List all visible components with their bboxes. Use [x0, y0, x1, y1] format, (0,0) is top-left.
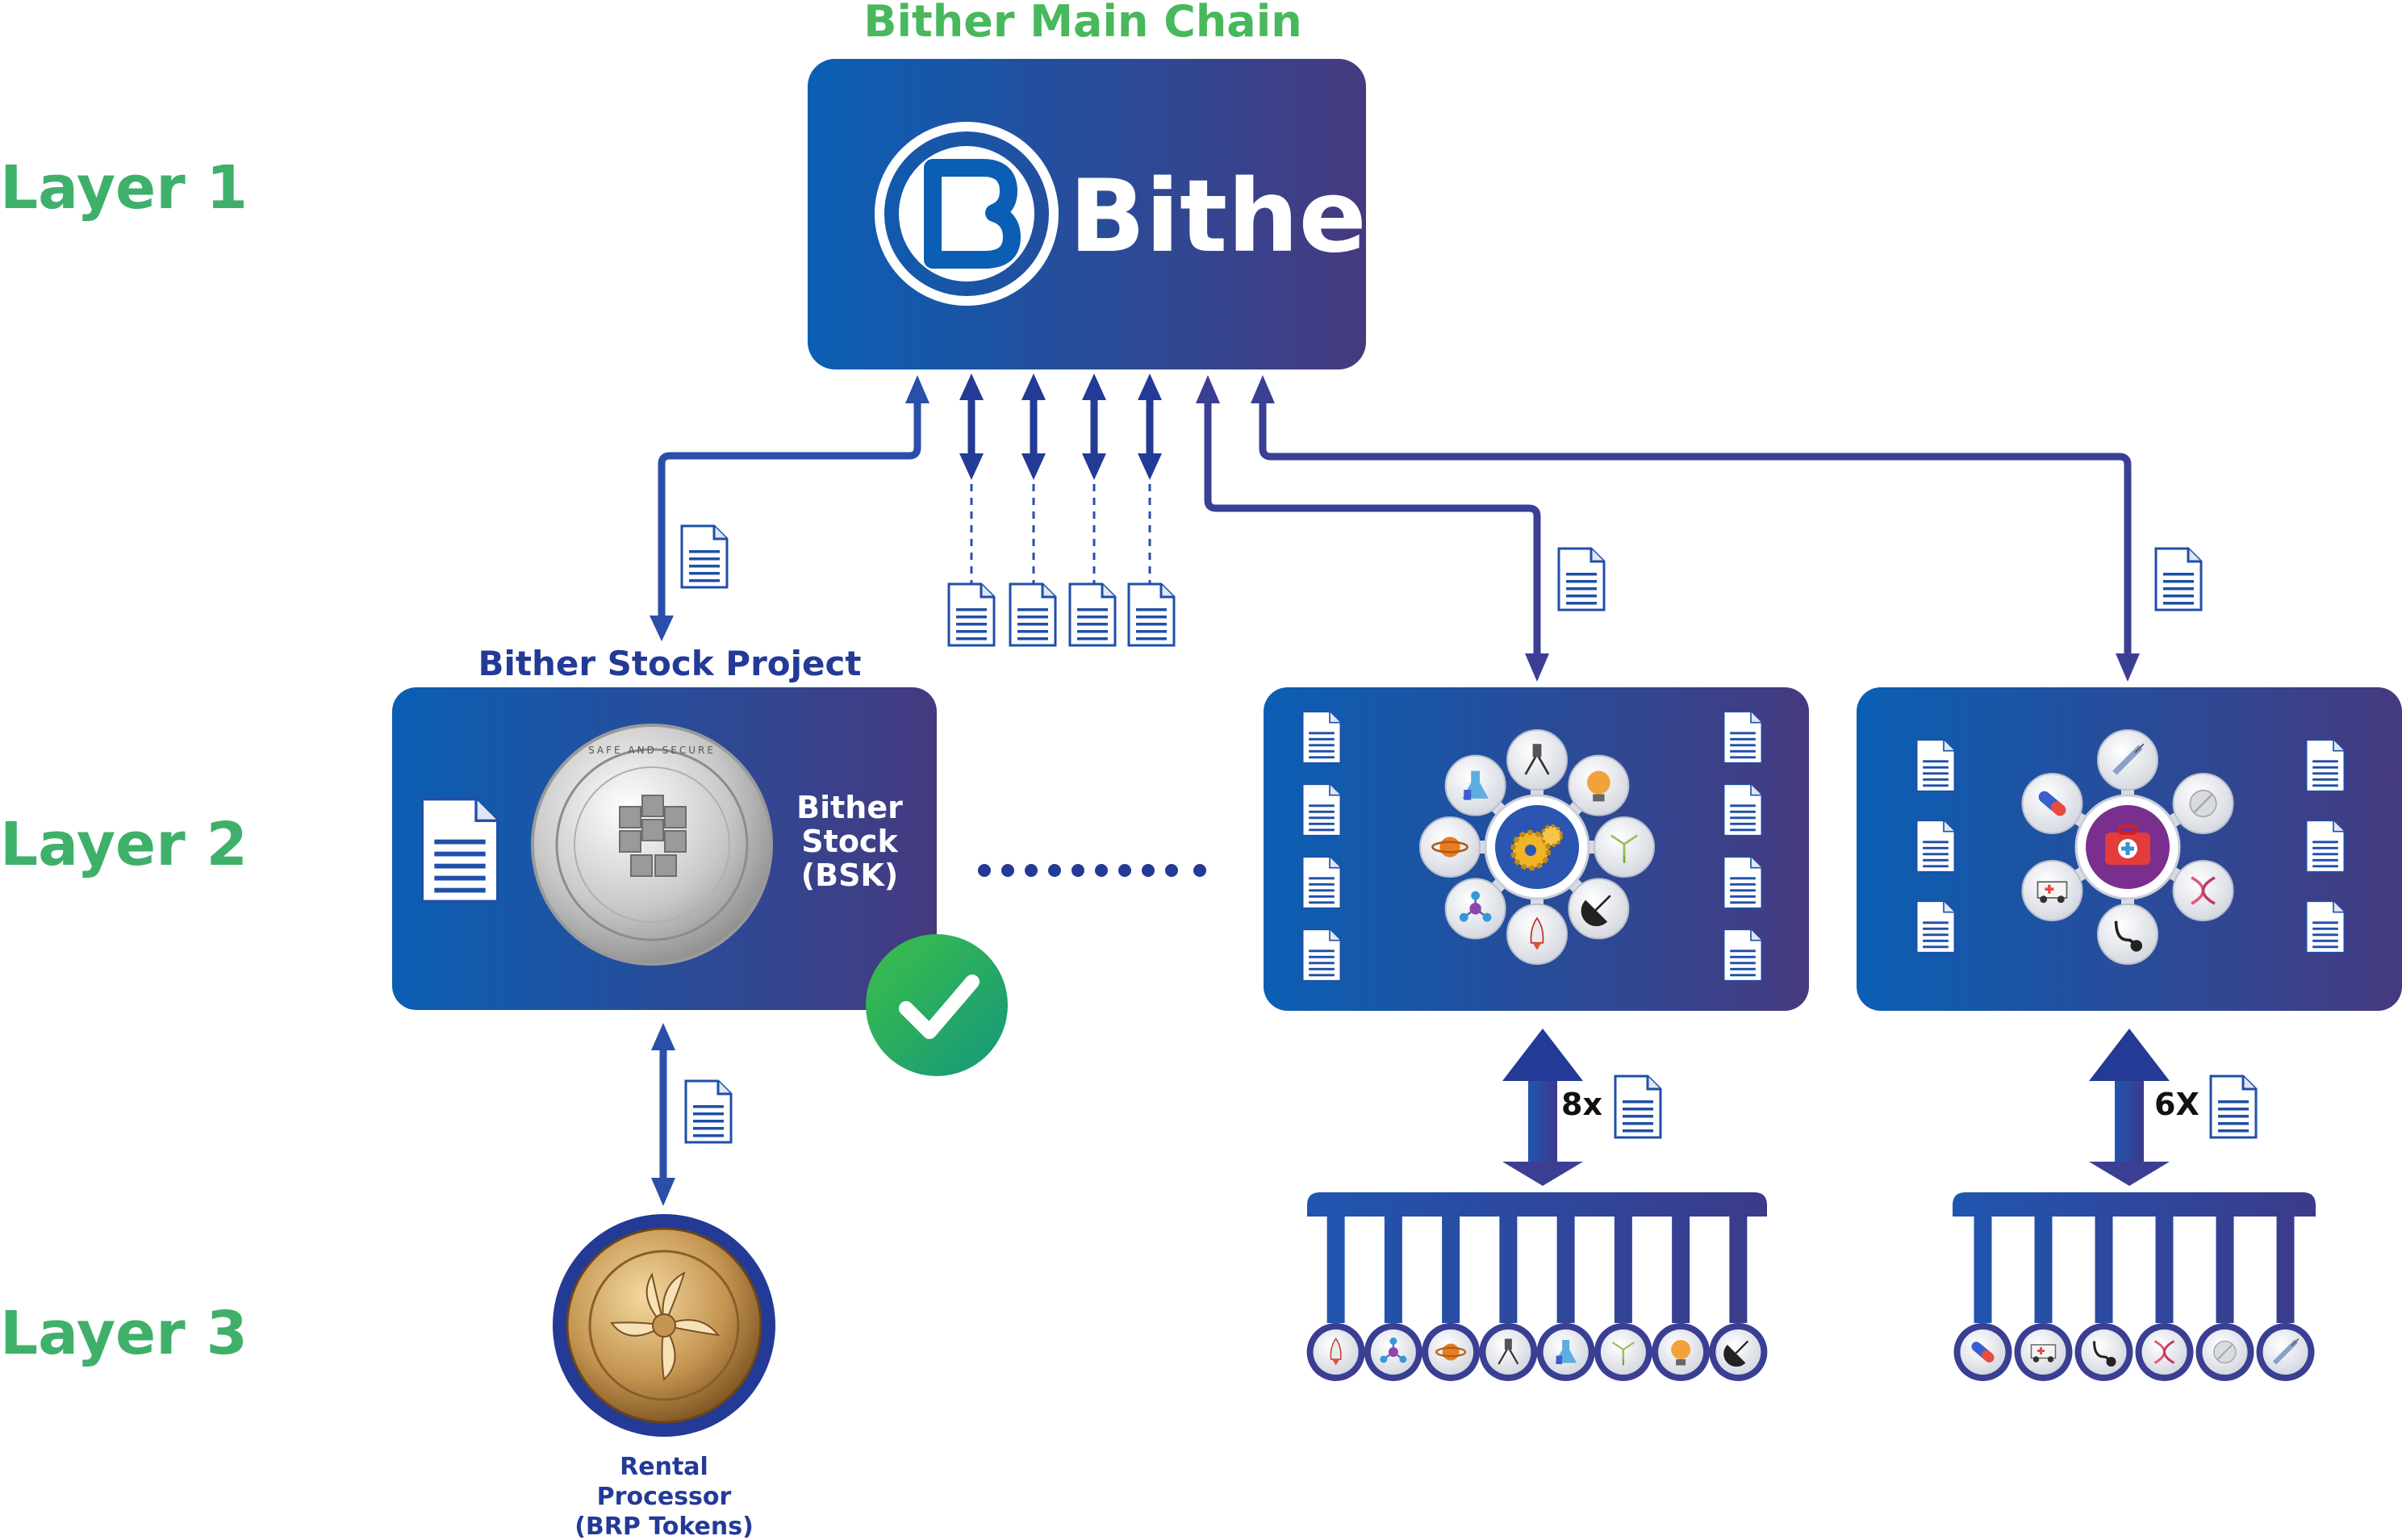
bither-logo-icon	[875, 122, 1059, 306]
ambulance-icon	[2030, 1344, 2057, 1363]
medical-hub-icon	[2021, 729, 2234, 965]
bsk-label-line3: (BSK)	[801, 858, 899, 893]
connector-to-project-3	[1259, 399, 2132, 657]
document-icon	[2154, 547, 2203, 611]
connector-project-2-to-row	[1502, 1029, 1583, 1186]
dna-icon	[2191, 876, 2216, 905]
connector-project-3-to-row	[2089, 1029, 2170, 1186]
stock-project-title: Bither Stock Project	[478, 644, 861, 683]
lightbulb-icon	[1586, 770, 1610, 802]
project-3-multiplier: 6X	[2154, 1087, 2199, 1122]
document-icon	[1301, 711, 1342, 764]
stethoscope-icon	[2114, 920, 2142, 952]
planet-icon	[1435, 1343, 1467, 1361]
lab-flask-icon	[1555, 1340, 1577, 1364]
document-icon	[1301, 783, 1342, 837]
hub-node	[2097, 904, 2158, 965]
document-icon	[1915, 820, 1956, 873]
telescope-icon	[1498, 1338, 1519, 1365]
lightbulb-icon	[1671, 1340, 1691, 1366]
document-icon	[680, 524, 729, 589]
rental-label-line2: Processor	[597, 1483, 732, 1511]
capsule-icon	[2038, 791, 2066, 816]
document-icon	[1723, 783, 1763, 837]
rocket-icon	[1330, 1338, 1342, 1366]
document-icon	[684, 1079, 733, 1144]
document-icon	[2305, 900, 2346, 954]
document-icon	[1915, 900, 1956, 954]
pill-bottle-icon	[2213, 1340, 2237, 1364]
connector-stock-to-rental	[651, 1023, 675, 1206]
bsk-label-line1: Bither	[796, 790, 903, 825]
document-icon	[420, 797, 499, 904]
wind-turbine-icon	[1610, 834, 1638, 863]
rental-label-line1: Rental	[620, 1453, 708, 1481]
document-icon	[1614, 1075, 1662, 1139]
document-icon	[1723, 929, 1763, 982]
document-icon	[2209, 1075, 2258, 1139]
document-icon	[2305, 820, 2346, 873]
document-icon	[2305, 739, 2346, 792]
stock-project-box: SAFE AND SECURE Bither Stock (BSK)	[392, 687, 937, 1010]
lab-flask-icon	[1462, 770, 1489, 800]
arrowhead-down	[650, 616, 674, 641]
bidirectional-arrows-group	[959, 374, 1162, 585]
bsk-label-line2: Stock	[801, 824, 898, 859]
row-node	[1485, 1329, 1531, 1375]
syringe-icon	[2272, 1338, 2300, 1365]
rocket-icon	[1530, 916, 1544, 950]
document-icon	[1723, 711, 1763, 764]
tech-hub-icon	[1419, 729, 1655, 965]
project-2-multiplier: 8x	[1561, 1087, 1602, 1122]
layer-1-label: Layer 1	[0, 153, 248, 223]
document-icon	[1301, 929, 1342, 982]
ambulance-icon	[2036, 881, 2068, 904]
pill-bottle-icon	[2189, 789, 2217, 818]
satellite-dish-icon	[1723, 1340, 1749, 1367]
document-icon	[947, 582, 996, 647]
gear-icon	[1540, 824, 1563, 847]
document-icon	[1915, 739, 1956, 792]
coin-inscription: SAFE AND SECURE	[588, 745, 716, 756]
dna-icon	[2153, 1340, 2175, 1364]
row-node	[2081, 1329, 2127, 1375]
document-icon	[1723, 856, 1763, 909]
main-chain-box: Bither	[808, 59, 1416, 369]
capsule-icon	[1971, 1342, 1995, 1363]
syringe-icon	[2112, 743, 2145, 775]
brp-gold-coin-icon	[553, 1214, 775, 1437]
molecule-icon	[1459, 891, 1492, 922]
molecule-icon	[1380, 1338, 1407, 1363]
verified-check-icon	[866, 934, 1008, 1076]
document-icon	[1068, 582, 1117, 647]
document-icon	[1009, 582, 1057, 647]
bither-brand-text: Bither	[1069, 159, 1416, 275]
document-icon	[1301, 856, 1342, 909]
main-chain-title: Bither Main Chain	[863, 0, 1301, 47]
dotted-separator	[978, 864, 1206, 877]
document-icon	[1557, 547, 1606, 611]
hub-node	[1506, 729, 1568, 791]
bsk-silver-coin-icon: SAFE AND SECURE	[531, 724, 773, 966]
project-2-node-row	[1306, 1192, 1768, 1381]
document-icon	[1127, 582, 1176, 647]
connector-to-stock-project	[658, 399, 921, 621]
stethoscope-icon	[2093, 1341, 2116, 1367]
wind-turbine-icon	[1611, 1342, 1635, 1366]
project-2-box	[1264, 687, 1809, 1011]
project-3-box	[1857, 687, 2402, 1011]
layer-2-label: Layer 2	[0, 810, 248, 879]
planet-icon	[1431, 837, 1468, 858]
rental-label-line3: (BRP Tokens)	[574, 1513, 754, 1540]
layer-3-label: Layer 3	[0, 1299, 248, 1368]
telescope-icon	[1524, 744, 1550, 775]
arrowhead-up	[905, 375, 929, 403]
project-3-node-row	[1953, 1192, 2316, 1381]
connector-to-project-2	[1204, 399, 1541, 657]
satellite-dish-icon	[1581, 895, 1611, 927]
